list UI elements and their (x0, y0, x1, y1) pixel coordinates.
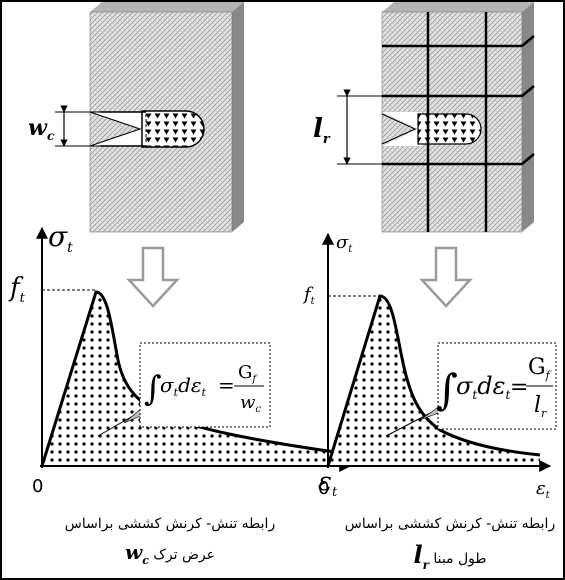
rebar-horizontal-3 (382, 153, 535, 166)
right-strength-label: ft (302, 284, 316, 307)
left-formula-equals: = (218, 373, 235, 397)
right-softening-curve (326, 294, 541, 467)
left-caption-line1: رابطه تنش- کرنش کششی براساس (64, 516, 276, 532)
left-strength-label: ft (8, 273, 26, 306)
right-down-arrow (419, 246, 473, 308)
right-caption-symbol: lr (413, 540, 429, 572)
right-origin-label: 0 (318, 478, 329, 499)
left-formula-integral: ∫ (144, 369, 162, 409)
right-softening-area (328, 296, 540, 466)
left-crack-width-label: wc (28, 115, 55, 143)
right-stress-strain-chart: σt ft εt 0 ∫ σtdεt = Gf lr (302, 232, 557, 501)
left-fracture-zone (141, 110, 205, 148)
left-softening-area (42, 292, 335, 466)
right-stress-axis-label: σt (336, 232, 353, 255)
left-caption-symbol: wc (125, 540, 149, 567)
left-formula-numerator: Gf (238, 362, 258, 385)
right-caption-line1: رابطه تنش- کرنش کششی براساس (344, 516, 556, 532)
right-formula-equals: = (510, 375, 528, 400)
left-block-face (89, 11, 233, 233)
left-crack-notch (90, 112, 146, 146)
left-formula-integrand: σtdεt (160, 373, 207, 399)
right-concrete-block: lr (313, 2, 535, 233)
right-formula-numerator: Gf (528, 355, 552, 382)
right-length-label: lr (313, 114, 331, 147)
right-strain-axis-label: εt (536, 478, 551, 501)
right-crack-notch (382, 112, 422, 146)
rebar-horizontal-2 (382, 85, 535, 98)
left-origin-label: 0 (32, 476, 43, 497)
right-formula-integrand: σtdεt (456, 372, 510, 402)
left-formula-denominator: wc (240, 392, 261, 415)
left-strain-axis-label: εt (318, 467, 338, 500)
left-block-top (90, 2, 244, 12)
right-caption-text: طول مبنا (433, 551, 487, 567)
left-concrete-block: wc (28, 2, 244, 233)
right-formula-integral: ∫ (436, 365, 458, 414)
right-caption-line2: طول مبنا lr (335, 540, 565, 572)
right-block-top (382, 2, 534, 12)
left-caption-text: عرض ترک (153, 547, 215, 563)
left-stress-axis-label: σt (48, 220, 73, 256)
right-block-side (522, 2, 534, 232)
left-formula-box (139, 342, 271, 428)
left-down-arrow (126, 246, 180, 308)
left-block-side (232, 2, 244, 232)
left-stress-strain-chart: σt ft εt 0 ∫ σtdεt = Gf wc (8, 220, 352, 500)
left-caption-line2: عرض ترک wc (55, 540, 285, 567)
right-formula-denominator: lr (534, 393, 547, 420)
right-fracture-zone (417, 113, 482, 145)
